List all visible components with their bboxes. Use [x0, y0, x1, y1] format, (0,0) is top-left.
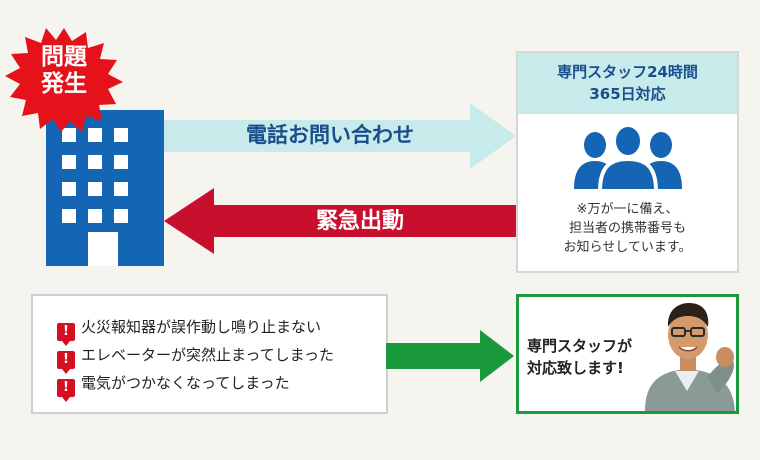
- dispatch-arrow-label: 緊急出動: [315, 209, 404, 234]
- problem-text: エレベーターが突然止まってしまった: [81, 346, 335, 364]
- support-header-line-1: 専門スタッフ24時間: [557, 63, 698, 81]
- problem-item: ! 火災報知器が誤作動し鳴り止まない: [57, 316, 322, 346]
- response-arrow: [386, 330, 514, 382]
- support-header: 専門スタッフ24時間 365日対応: [518, 53, 737, 114]
- support-note-line-3: お知らせしています。: [563, 240, 692, 255]
- building-icon: [46, 110, 164, 266]
- call-arrow-label: 電話お問い合わせ: [246, 123, 414, 147]
- support-center-card: 専門スタッフ24時間 365日対応 ※万が一に備え、 担当者の携帯番号も お知ら…: [516, 51, 739, 273]
- alert-burst-icon: [5, 28, 123, 132]
- staff-message-line-1: 専門スタッフが: [527, 337, 633, 355]
- problem-item: ! エレベーターが突然止まってしまった: [57, 344, 335, 374]
- staff-message-line-2: 対応致します!: [527, 359, 624, 377]
- support-header-line-2: 365日対応: [589, 85, 666, 103]
- staff-response-card: 専門スタッフが 対応致します!: [516, 294, 739, 414]
- dispatch-arrow: [164, 188, 516, 254]
- staff-message: 専門スタッフが 対応致します!: [527, 335, 657, 379]
- alert-pin-icon: !: [57, 379, 75, 402]
- support-note-line-2: 担当者の携帯番号も: [568, 221, 686, 236]
- alert-pin-icon: !: [57, 351, 75, 374]
- staff-photo: [645, 303, 735, 411]
- problem-badge: 問題 発生: [4, 44, 124, 98]
- staff-group-icon: [574, 123, 682, 193]
- badge-line-2: 発生: [41, 71, 87, 97]
- call-arrow: [164, 103, 516, 169]
- support-note-line-1: ※万が一に備え、: [576, 202, 679, 217]
- support-note: ※万が一に備え、 担当者の携帯番号も お知らせしています。: [518, 200, 737, 257]
- problem-text: 電気がつかなくなってしまった: [81, 374, 290, 392]
- alert-pin-icon: !: [57, 323, 75, 346]
- problem-item: ! 電気がつかなくなってしまった: [57, 372, 290, 402]
- problem-list-card: ! 火災報知器が誤作動し鳴り止まない ! エレベーターが突然止まってしまった ! 電気…: [31, 294, 388, 414]
- problem-text: 火災報知器が誤作動し鳴り止まない: [81, 318, 322, 336]
- badge-line-1: 問題: [41, 44, 87, 70]
- door-icon: [88, 232, 118, 266]
